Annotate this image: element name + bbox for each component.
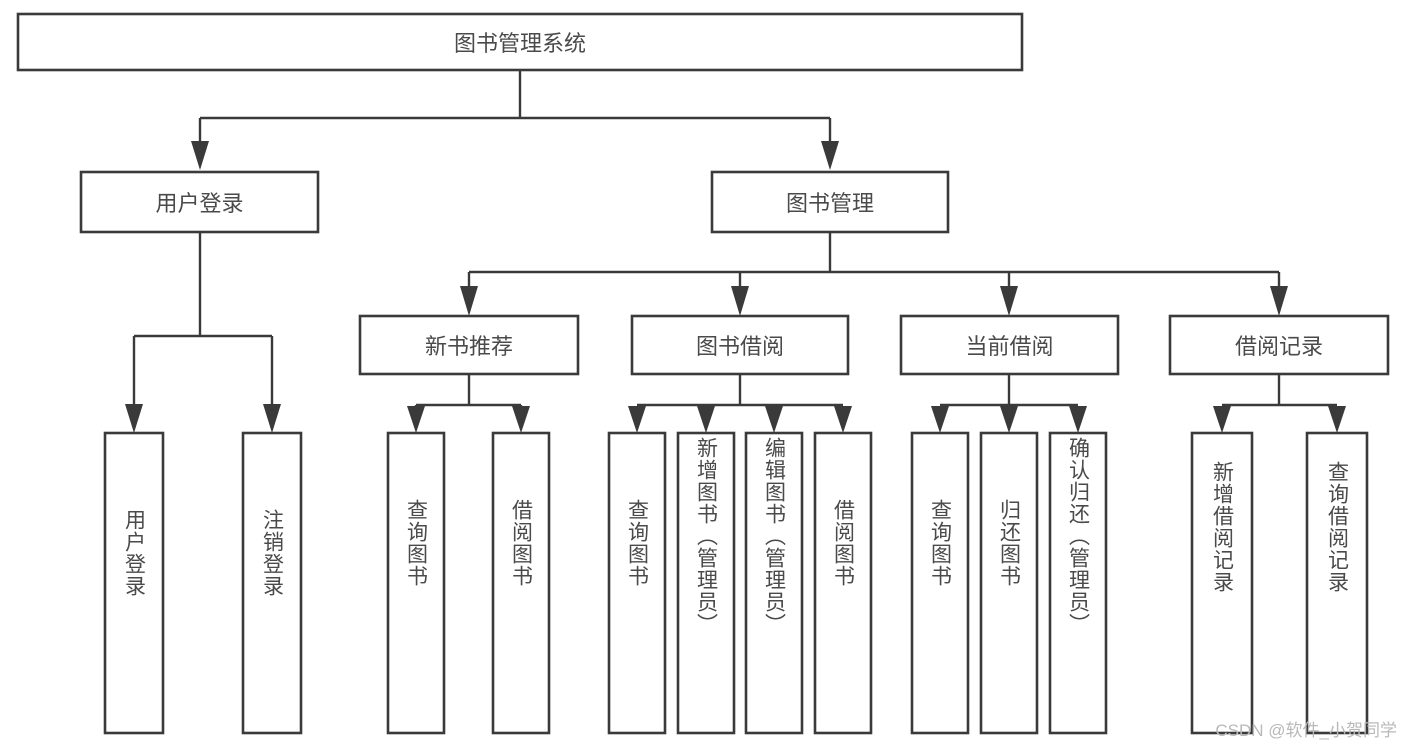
arrow-head-cb-leaf-1	[931, 406, 949, 433]
node-level1-user-login-box[interactable]	[79, 170, 320, 234]
arrow-head-leaf-logout	[263, 404, 281, 433]
node-level2-current-borrow-box[interactable]	[899, 314, 1120, 376]
connector-root-to-level1	[191, 70, 839, 170]
arrow-head-br-leaf-2	[1328, 406, 1346, 433]
node-level2-book-borrow-box[interactable]	[630, 314, 850, 376]
arrow-head-nb-leaf-2	[512, 406, 530, 433]
node-leaf-bb-borrow-box[interactable]	[813, 431, 873, 735]
connector-book-borrow-to-leaves	[628, 374, 852, 433]
connector-current-borrow-to-leaves	[931, 374, 1087, 433]
node-leaf-logout-box[interactable]	[241, 431, 303, 735]
node-leaf-br-add-box[interactable]	[1190, 431, 1254, 735]
node-leaf-cb-confirm-box[interactable]	[1048, 431, 1108, 735]
arrow-head-borrow-record	[1270, 286, 1288, 316]
node-leaf-bb-edit-box[interactable]	[744, 431, 804, 735]
node-leaf-nb-query-box[interactable]	[386, 431, 446, 735]
node-leaf-cb-return-box[interactable]	[979, 431, 1039, 735]
arrow-head-user-login	[191, 141, 209, 170]
arrow-head-nb-leaf-1	[407, 406, 425, 433]
arrow-head-book-borrow	[731, 286, 749, 316]
arrow-head-book-manage	[821, 141, 839, 170]
node-leaf-br-query-box[interactable]	[1305, 431, 1369, 735]
connector-borrow-record-to-leaves	[1213, 374, 1346, 433]
node-leaf-bb-query-box[interactable]	[607, 431, 667, 735]
node-level1-book-manage-box[interactable]	[710, 170, 950, 234]
connector-book-manage-to-level2	[460, 232, 1288, 316]
arrow-head-cb-leaf-2	[1000, 406, 1018, 433]
connector-user-login-to-leaves	[125, 232, 281, 433]
node-root-box[interactable]	[16, 12, 1024, 72]
node-level2-borrow-record-box[interactable]	[1168, 314, 1390, 376]
arrow-head-bb-leaf-2	[697, 406, 715, 433]
node-leaf-nb-borrow-box[interactable]	[491, 431, 551, 735]
arrow-head-br-leaf-1	[1213, 406, 1231, 433]
node-leaf-bb-add-box[interactable]	[676, 431, 736, 735]
arrow-head-bb-leaf-3	[765, 406, 783, 433]
connector-new-book-to-leaves	[407, 374, 530, 433]
arrow-head-bb-leaf-4	[834, 406, 852, 433]
node-leaf-user-login-box[interactable]	[103, 431, 165, 735]
node-leaf-cb-query-box[interactable]	[910, 431, 970, 735]
arrow-head-bb-leaf-1	[628, 406, 646, 433]
arrow-head-current-borrow	[1000, 286, 1018, 316]
arrow-head-cb-leaf-3	[1069, 406, 1087, 433]
arrow-head-new-book	[460, 286, 478, 316]
arrow-head-leaf-user-login	[125, 404, 143, 433]
node-level2-new-book-box[interactable]	[358, 314, 580, 376]
